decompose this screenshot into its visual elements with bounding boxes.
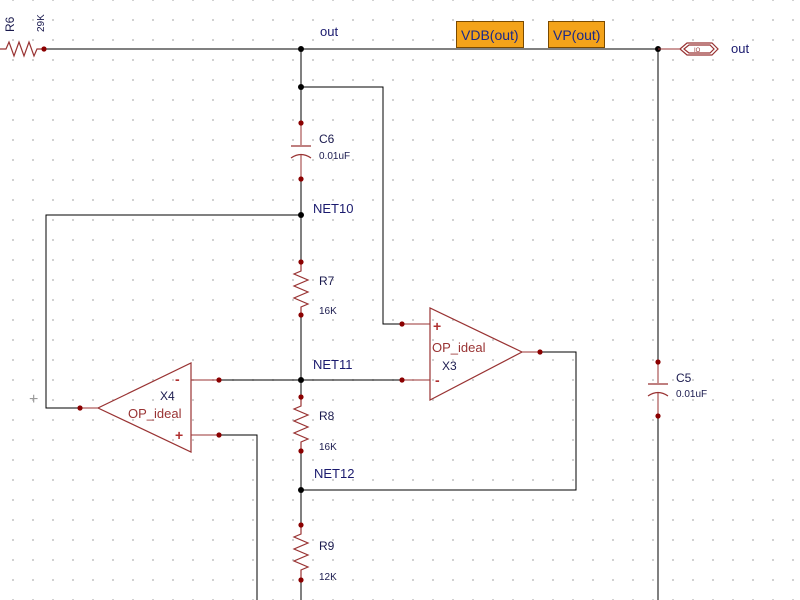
r8-value: 16K — [319, 442, 337, 453]
net-label-net10: NET10 — [313, 201, 353, 216]
c6-value: 0.01uF — [319, 151, 350, 162]
x4-plus-label: + — [175, 427, 183, 443]
c5-value: 0.01uF — [676, 389, 707, 400]
x4-ref: X4 — [160, 389, 175, 403]
r6-ref: R6 — [3, 16, 17, 32]
junction-dot — [298, 377, 304, 383]
c6-ref: C6 — [319, 132, 335, 146]
junction-dot — [298, 46, 304, 52]
crosshair-cursor-icon: + — [29, 391, 38, 408]
net-label-out-port: out — [731, 41, 749, 56]
resistor-r6[interactable]: R6 29K — [0, 14, 47, 58]
r9-ref: R9 — [319, 539, 335, 553]
x4-minus-label: - — [175, 371, 180, 387]
x3-model: OP_ideal — [432, 340, 486, 355]
junction-dot — [298, 84, 304, 90]
capacitor-c5[interactable]: C5 0.01uF — [647, 359, 707, 419]
c5-ref: C5 — [676, 371, 692, 385]
net-label-net12: NET12 — [314, 466, 354, 481]
junction-dot — [298, 212, 304, 218]
probe-marker-vdb[interactable]: VDB(out) — [456, 21, 524, 48]
x3-ref: X3 — [442, 359, 457, 373]
r7-ref: R7 — [319, 274, 335, 288]
net-label-net11: NET11 — [313, 357, 353, 372]
wire-out-to-x3-plus[interactable] — [301, 86, 402, 325]
resistor-r9[interactable]: R9 12K — [292, 522, 337, 583]
resistor-r7[interactable]: R7 16K — [292, 259, 337, 318]
svg-text:IO: IO — [694, 48, 701, 54]
out-port-icon[interactable]: IO — [658, 42, 719, 56]
r7-value: 16K — [319, 306, 337, 317]
resistor-r8[interactable]: R8 16K — [292, 394, 337, 454]
x3-minus-label: - — [435, 372, 440, 388]
wire-x4-plus-down[interactable] — [219, 434, 258, 600]
wire-net10-feedback[interactable] — [45, 214, 301, 409]
x4-model: OP_ideal — [128, 406, 182, 421]
junction-dot — [298, 487, 304, 493]
r6-value: 29K — [36, 14, 47, 32]
wire-x3-out-net12[interactable] — [301, 351, 577, 491]
opamp-x4[interactable]: - + X4 OP_ideal — [77, 362, 222, 453]
opamp-x3[interactable]: + - OP_ideal X3 — [399, 307, 543, 401]
net-label-out-top: out — [320, 24, 338, 39]
r8-ref: R8 — [319, 409, 335, 423]
junctions — [298, 46, 661, 493]
wires — [44, 48, 678, 600]
capacitor-c6[interactable]: C6 0.01uF — [290, 120, 350, 182]
r9-value: 12K — [319, 572, 337, 583]
probe-marker-vp[interactable]: VP(out) — [548, 21, 606, 48]
x3-plus-label: + — [433, 318, 441, 334]
